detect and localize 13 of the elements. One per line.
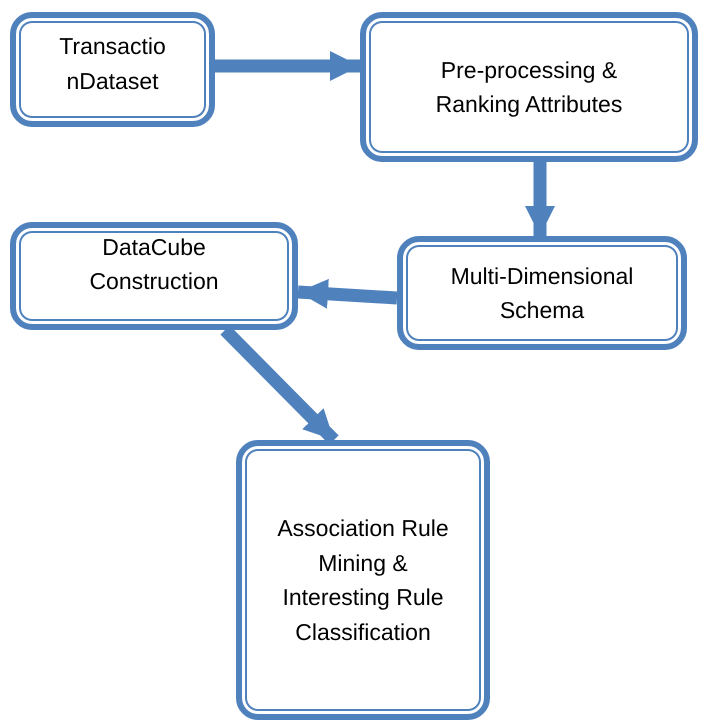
- box-label: Multi-Dimensional Schema: [450, 262, 634, 325]
- process-box: [236, 440, 490, 720]
- process-box: [10, 222, 298, 330]
- box-label: Pre-processing & Ranking Attributes: [434, 56, 624, 119]
- process-box: [360, 12, 698, 162]
- process-box: [397, 236, 687, 350]
- box-label: Transactio nDataset: [58, 32, 167, 96]
- process-box: [10, 12, 215, 127]
- arrow: [215, 51, 360, 81]
- arrow: [298, 278, 398, 309]
- box-label: DataCube Construction: [88, 232, 220, 296]
- arrow: [525, 162, 555, 236]
- box-label: Association Rule Mining & Interesting Rule Classification: [276, 514, 450, 646]
